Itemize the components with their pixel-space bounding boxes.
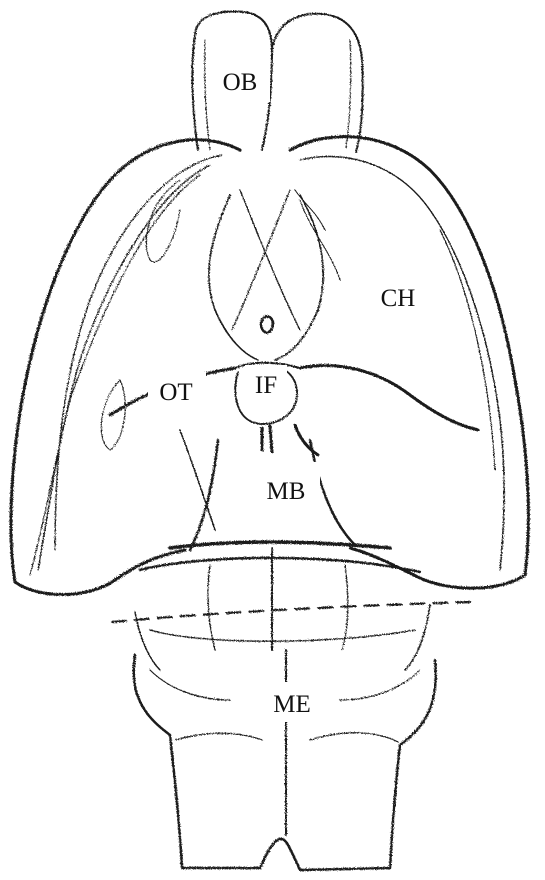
label-ch: CH bbox=[381, 285, 416, 312]
label-if: IF bbox=[255, 372, 277, 399]
label-ot: OT bbox=[159, 379, 192, 406]
label-mb: MB bbox=[267, 478, 306, 505]
cerebral-hemisphere-right bbox=[290, 137, 528, 589]
olfactory-bulb-right bbox=[272, 14, 363, 152]
label-ob: OB bbox=[223, 69, 258, 96]
section-line bbox=[112, 602, 470, 622]
label-me: ME bbox=[273, 691, 311, 718]
cerebral-hemisphere-left bbox=[11, 140, 240, 595]
